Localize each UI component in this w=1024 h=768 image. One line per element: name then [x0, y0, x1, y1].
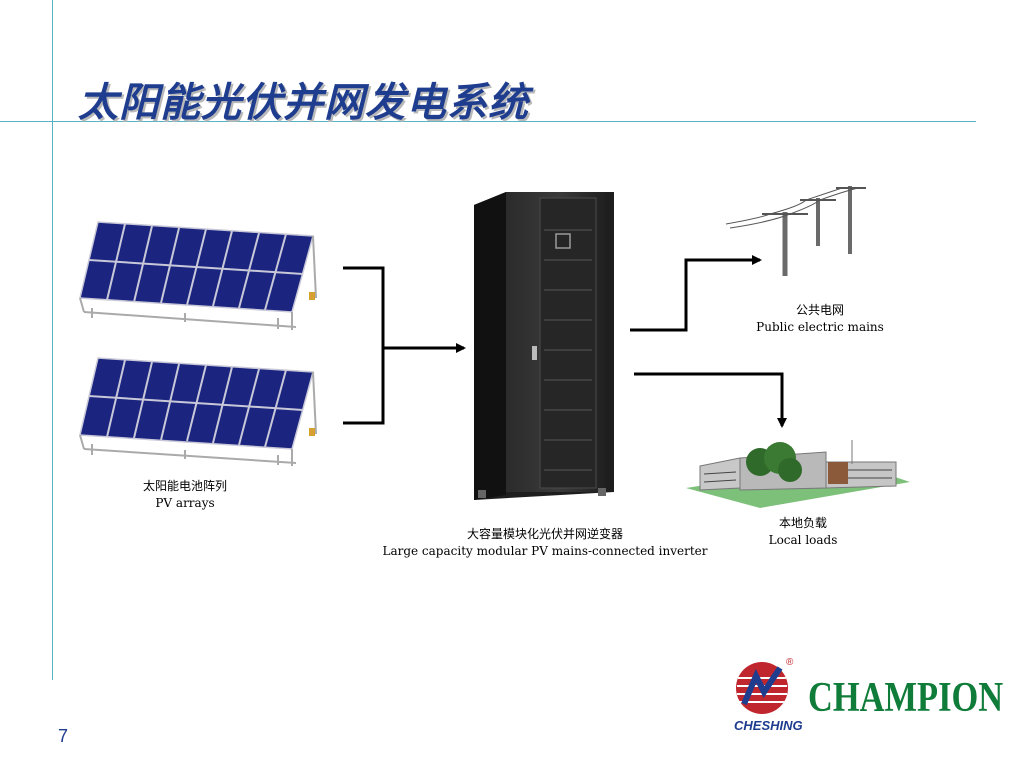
pv-arrays-label-cn: 太阳能电池阵列	[142, 479, 227, 493]
local-loads-building-icon	[686, 440, 910, 508]
slide-title: 太阳能光伏并网发电系统	[78, 80, 529, 126]
page-number: 7	[58, 726, 69, 746]
cheshing-wordmark: CHESHING	[734, 718, 803, 733]
grid-label: 公共电网 Public electric mains	[740, 302, 900, 336]
loads-label-en: Local loads	[768, 533, 838, 547]
grid-label-cn: 公共电网	[795, 303, 844, 317]
registered-mark: ®	[786, 657, 794, 668]
pv-array-bottom	[79, 357, 317, 466]
cheshing-logo-icon	[736, 662, 788, 714]
pv-arrays-label-en: PV arrays	[155, 496, 215, 510]
pv-array-top	[79, 221, 317, 330]
champion-wordmark: CHAMPION	[808, 675, 1004, 721]
inverter-label-cn: 大容量模块化光伏并网逆变器	[466, 527, 623, 541]
pv-to-inverter-connector	[343, 266, 466, 425]
loads-label-cn: 本地负载	[778, 516, 827, 530]
inverter-to-grid-arrow	[630, 255, 762, 332]
inverter-cabinet	[474, 192, 614, 500]
inverter-label-en: Large capacity modular PV mains-connecte…	[382, 544, 708, 558]
utility-poles-icon	[725, 186, 866, 276]
vertical-guide-line	[52, 0, 53, 680]
grid-label-en: Public electric mains	[756, 320, 884, 334]
horizontal-guide-line	[0, 121, 976, 122]
loads-label: 本地负载 Local loads	[743, 515, 863, 549]
pv-arrays-label: 太阳能电池阵列 PV arrays	[110, 478, 260, 512]
inverter-to-loads-arrow	[634, 372, 787, 428]
inverter-label: 大容量模块化光伏并网逆变器 Large capacity modular PV …	[380, 526, 710, 560]
